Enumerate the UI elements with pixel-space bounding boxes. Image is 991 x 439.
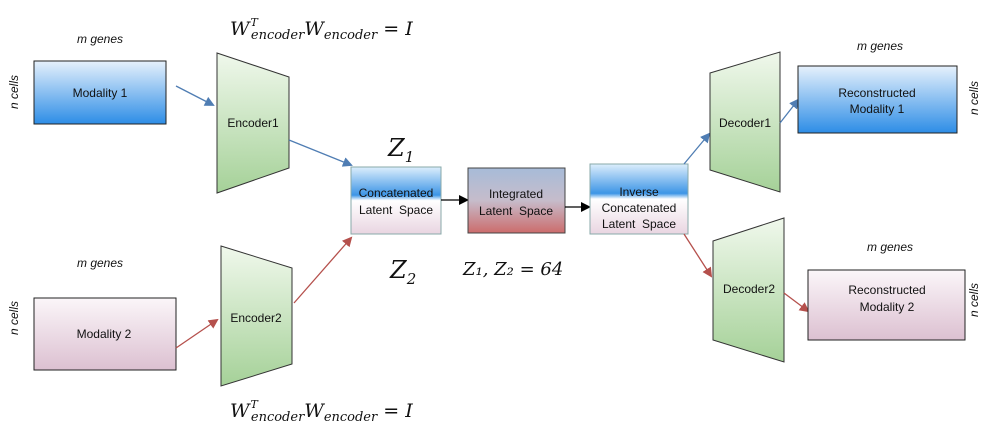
decoder2-trapezoid: [712, 217, 785, 363]
encoder1-label: Encoder1: [227, 116, 279, 130]
reconstructed-modality2-box: [807, 269, 966, 341]
reconstructed2-label-line2: Modality 2: [860, 300, 915, 314]
m-genes-label-top-left: m genes: [77, 32, 123, 46]
arrow-encoder1-to-concatenated: [288, 139, 353, 167]
arrow-inverse-to-decoder2: [683, 233, 713, 278]
decoder1-trapezoid: [709, 51, 781, 193]
arrow-decoder2-to-reconstructed2: [783, 292, 810, 313]
n-cells-label-bottom-right: n cells: [967, 283, 981, 317]
arrow-decoder1-to-reconstructed1: [779, 98, 800, 124]
modality1-label: Modality 1: [73, 86, 128, 100]
concatenated-label-line1: Concatenated: [359, 186, 434, 200]
reconstructed2-label-line1: Reconstructed: [848, 283, 925, 297]
inverse-label-line3: Latent Space: [602, 217, 676, 231]
z1-label: Z1: [387, 134, 414, 166]
m-genes-label-bottom-left: m genes: [77, 256, 123, 270]
modality1-box: [33, 60, 167, 125]
decoder1-label: Decoder1: [719, 116, 771, 130]
inverse-concatenated-latent-space-box: [589, 163, 689, 235]
reconstructed-modality1-box: [797, 65, 958, 134]
z2-label: Z2: [389, 256, 416, 288]
encoder1-trapezoid: [216, 52, 290, 194]
latent-dimension-label: Z₁, Z₂ = 64: [462, 259, 563, 280]
concatenated-label-line2: Latent Space: [359, 203, 433, 217]
integrated-label-line2: Latent Space: [479, 204, 553, 218]
concatenated-latent-space-box: [350, 166, 442, 235]
reconstructed1-label-line1: Reconstructed: [838, 86, 915, 100]
integrated-latent-space-box: [467, 167, 566, 234]
n-cells-label-top-left: n cells: [7, 75, 21, 109]
n-cells-label-top-right: n cells: [967, 81, 981, 115]
m-genes-label-top-right: m genes: [857, 39, 903, 53]
modality2-label: Modality 2: [77, 327, 132, 341]
arrow-inverse-to-decoder1: [683, 132, 711, 165]
encoder2-trapezoid: [220, 245, 293, 387]
modality2-box: [33, 297, 177, 371]
inverse-label-line1: Inverse: [619, 185, 659, 199]
decoder2-label: Decoder2: [723, 282, 775, 296]
n-cells-label-bottom-left: n cells: [7, 301, 21, 335]
m-genes-label-bottom-right: m genes: [867, 240, 913, 254]
encoder2-label: Encoder2: [230, 311, 282, 325]
reconstructed1-label-line2: Modality 1: [850, 102, 905, 116]
arrow-modality2-to-encoder2: [175, 318, 219, 349]
arrow-encoder2-to-concatenated: [293, 236, 353, 304]
integrated-label-line1: Integrated: [489, 187, 543, 201]
inverse-label-line2: Concatenated: [602, 201, 677, 215]
arrow-modality1-to-encoder1: [175, 85, 215, 106]
